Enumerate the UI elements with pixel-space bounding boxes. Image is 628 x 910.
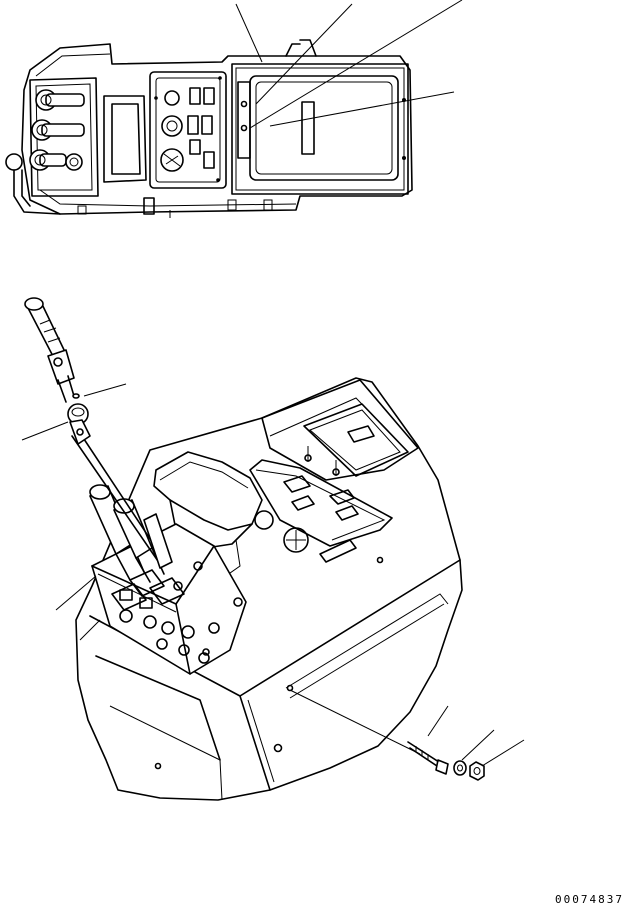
console-housing (75, 377, 463, 801)
lever-knob-top-3 (29, 149, 83, 171)
center-switch-panel (149, 71, 227, 189)
drawing-number: 00074837 (555, 893, 624, 906)
nut (469, 761, 485, 781)
grip-knob (24, 297, 75, 403)
right-storage-box (231, 63, 409, 195)
bolt (407, 741, 449, 775)
top-view-console (5, 0, 463, 218)
lever-3 (71, 429, 173, 569)
isometric-view (21, 297, 525, 801)
lever-knob-top-4 (5, 153, 61, 215)
lever-knob-top-2 (31, 119, 85, 141)
ball-joint (67, 403, 91, 445)
pin (72, 393, 80, 399)
washer (453, 760, 467, 776)
lever-knob-top-1 (35, 89, 85, 111)
